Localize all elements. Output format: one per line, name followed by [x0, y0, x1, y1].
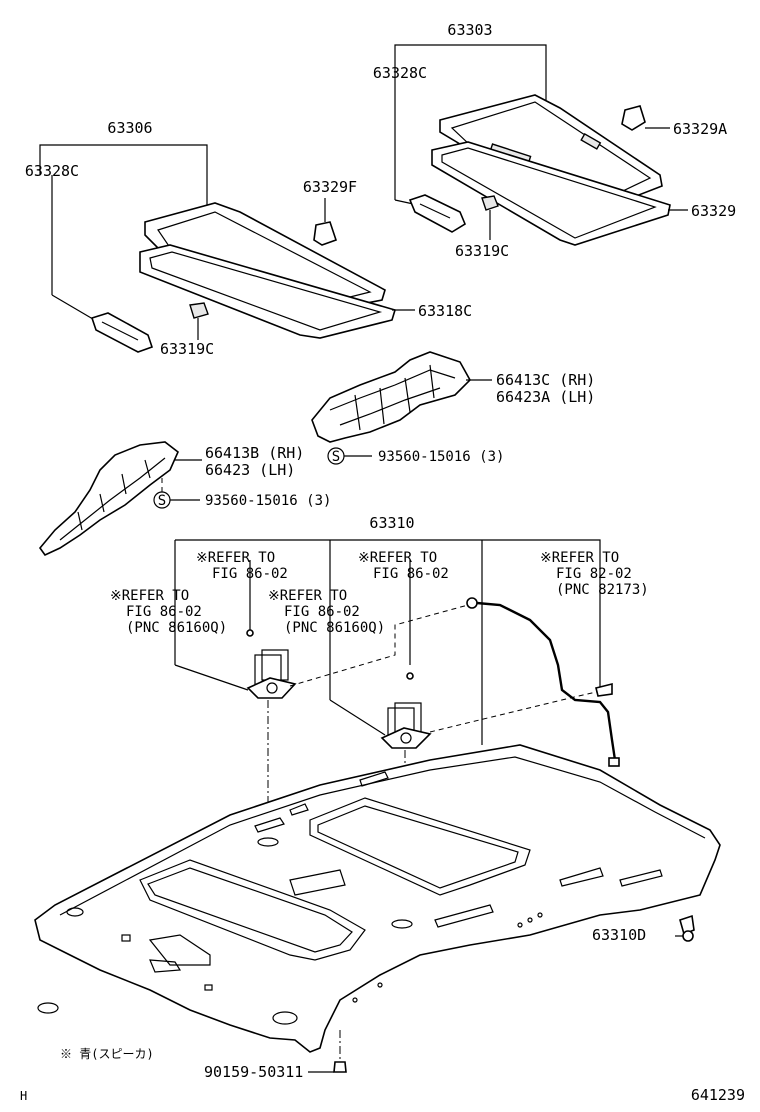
- label-63303: 63303: [447, 21, 492, 39]
- refer-note-line: FIG 86-02: [373, 566, 449, 582]
- label-63319c-right: 63319C: [455, 242, 509, 260]
- drawing-code: 641239: [691, 1086, 745, 1104]
- refer-note-5: ※REFER TO FIG 86-02 (PNC 86160Q): [268, 588, 385, 636]
- label-63310: 63310: [369, 514, 414, 532]
- refer-note-line: ※REFER TO: [358, 550, 437, 566]
- refer-note-3: ※REFER TO FIG 82-02 (PNC 82173): [540, 550, 649, 598]
- clip-63310d: [675, 914, 695, 942]
- refer-note-line: (PNC 86160Q): [126, 620, 227, 636]
- refer-note-line: FIG 86-02: [212, 566, 288, 582]
- screw-symbol-lower: S: [153, 478, 200, 509]
- screw-symbol-upper: S: [327, 447, 372, 465]
- refer-note-line: FIG 86-02: [126, 604, 202, 620]
- refer-note-line: ※REFER TO: [540, 550, 619, 566]
- label-63318c: 63318C: [418, 302, 472, 320]
- label-66423-lh: 66423 (LH): [205, 461, 295, 479]
- footnote: ※ 青(スピーカ): [60, 1047, 154, 1061]
- refer-note-line: ※REFER TO: [110, 588, 189, 604]
- refer-note-line: FIG 82-02: [556, 566, 632, 582]
- assist-bracket-upper: [311, 351, 492, 443]
- sunshade-assembly-right: [394, 44, 688, 246]
- screw-90159: [308, 1030, 347, 1073]
- refer-note-4: ※REFER TO FIG 86-02 (PNC 86160Q): [110, 588, 227, 636]
- refer-note-1: ※REFER TO FIG 86-02: [196, 550, 288, 582]
- wire-harness: [466, 597, 620, 767]
- headliner-leader-lines: [174, 539, 601, 745]
- roof-headliner: [34, 744, 721, 1053]
- speaker-left: [246, 629, 297, 699]
- label-63329f: 63329F: [303, 178, 357, 196]
- label-66413c-rh: 66413C (RH): [496, 371, 595, 389]
- label-63328c-left: 63328C: [25, 162, 79, 180]
- screw-symbol-text: S: [332, 449, 340, 465]
- label-66413b-rh: 66413B (RH): [205, 444, 304, 462]
- refer-note-line: ※REFER TO: [268, 588, 347, 604]
- refer-note-line: (PNC 82173): [556, 582, 649, 598]
- label-66423a-lh: 66423A (LH): [496, 388, 595, 406]
- assist-bracket-lower: [38, 441, 202, 557]
- label-63319c-left: 63319C: [160, 340, 214, 358]
- refer-note-line: ※REFER TO: [196, 550, 275, 566]
- label-63329a: 63329A: [673, 120, 727, 138]
- label-63328c-right: 63328C: [373, 64, 427, 82]
- label-63310d: 63310D: [592, 926, 646, 944]
- refer-note-2: ※REFER TO FIG 86-02: [358, 550, 449, 582]
- screw-symbol-text: S: [158, 493, 166, 509]
- corner-mark: H: [20, 1089, 27, 1103]
- label-63306: 63306: [107, 119, 152, 137]
- sunshade-assembly-left: [39, 144, 415, 353]
- label-screw-upper: 93560-15016 (3): [378, 449, 504, 465]
- label-screw-lower: 93560-15016 (3): [205, 493, 331, 509]
- label-90159: 90159-50311: [204, 1063, 303, 1081]
- speaker-right: [380, 672, 432, 749]
- refer-note-line: FIG 86-02: [284, 604, 360, 620]
- label-63329: 63329: [691, 202, 736, 220]
- refer-note-line: (PNC 86160Q): [284, 620, 385, 636]
